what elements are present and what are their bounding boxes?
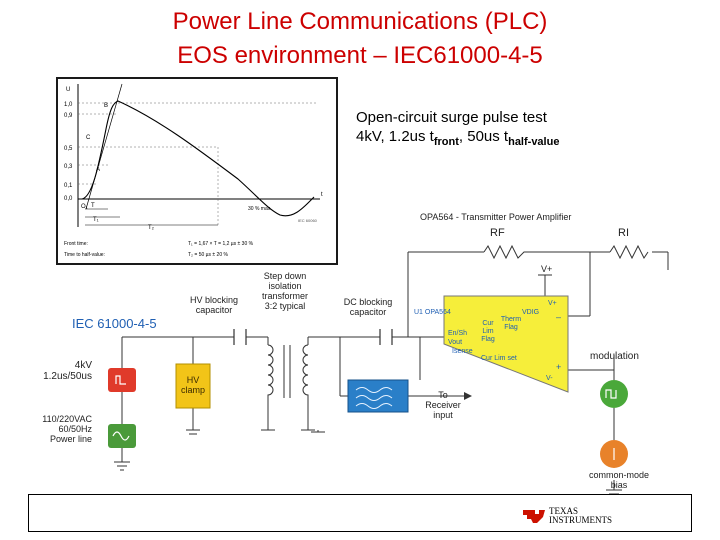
pin-cur-lim-set: Cur Lim set: [481, 355, 517, 362]
receiver-input-label: To Receiver input: [425, 390, 461, 420]
ri-label: RI: [618, 227, 629, 239]
surge-waveform-curve: [81, 100, 315, 217]
transformer-label: Step down isolation transformer 3:2 typi…: [261, 271, 308, 311]
pin-isense: Isense: [452, 348, 473, 355]
half-value-label: Time to half-value:: [64, 252, 105, 258]
time-axis-label: t: [321, 192, 323, 198]
surge-source-symbol: [108, 368, 136, 392]
point-b-label: B: [104, 103, 108, 109]
hv-clamp-label: HV clamp: [180, 375, 205, 395]
y-tick-0-1: 0,1: [64, 183, 73, 189]
pin-v-minus: V-: [546, 375, 553, 382]
surge-waveform-figure: U 1,0 0,9 0,5 0,3 0,1 0,0 B A C O₁ T T₁ …: [56, 77, 338, 265]
modulation-source-symbol: [600, 380, 628, 408]
front-time-value: T₁ = 1,67 × T = 1,2 µs ± 30 %: [188, 241, 254, 247]
rf-resistor: [483, 244, 528, 260]
pin-vdig: VDIG: [522, 309, 540, 316]
v-plus-rail-label: V+: [541, 264, 553, 274]
ti-logo-line-2: INSTRUMENTS: [549, 515, 613, 525]
opa564-amplifier-body: [443, 295, 569, 393]
slide-title-line-1: Power Line Communications (PLC): [172, 8, 548, 35]
y-tick-u: U: [66, 87, 70, 93]
transformer-symbol: [267, 344, 309, 400]
surge-waveform-plot: U 1,0 0,9 0,5 0,3 0,1 0,0 B A C O₁ T T₁ …: [64, 83, 323, 258]
pin-vout: Vout: [448, 339, 463, 346]
power-source-label: 110/220VAC 60/50Hz Power line: [42, 414, 92, 444]
y-tick-0-0: 0,0: [64, 196, 73, 202]
slide-title-line-2: EOS environment – IEC61000-4-5: [177, 42, 543, 69]
rf-label: RF: [490, 227, 505, 239]
pin-plus: +: [556, 362, 562, 372]
modulation-label: modulation: [590, 351, 639, 362]
hv-blocking-capacitor-label: HV blocking capacitor: [189, 295, 239, 315]
surge-source-label: 4kV 1.2us/50us: [43, 360, 92, 382]
pin-minus: –: [556, 312, 562, 322]
note-line-1: Open-circuit surge pulse test: [356, 109, 547, 126]
note-line-2: 4kV, 1.2us tfront, 50us thalf-value: [356, 128, 560, 148]
half-value-value: T₂ = 50 µs ± 20 %: [188, 252, 228, 258]
point-o1-label: O₁: [81, 204, 88, 210]
point-c-label: C: [86, 135, 91, 141]
pin-en-sh: En/Sh: [448, 330, 468, 337]
ti-logo-line-1: TEXAS: [549, 506, 578, 516]
y-tick-0-9: 0,9: [64, 113, 73, 119]
amplifier-title: OPA564 - Transmitter Power Amplifier: [420, 212, 572, 222]
y-tick-1-0: 1,0: [64, 102, 73, 108]
point-a-label: A: [96, 167, 100, 173]
surge-test-note: Open-circuit surge pulse test 4kV, 1.2us…: [356, 108, 598, 152]
pin-cur-lim-flag: Cur Lim Flag: [481, 320, 495, 343]
iec-standard-label: IEC 61000-4-5: [72, 316, 157, 331]
ri-resistor: [609, 244, 649, 260]
chip-name-label: U1 OPA564: [414, 309, 451, 316]
waveform-ref: IEC 60060: [298, 218, 318, 223]
hv-clamp-box: [175, 363, 211, 409]
ti-logo-text: TEXAS INSTRUMENTS: [549, 507, 612, 525]
slide-footer: TEXAS INSTRUMENTS: [28, 494, 692, 532]
t-label: T: [91, 203, 95, 209]
y-tick-0-3: 0,3: [64, 164, 73, 170]
t1-label: T₁: [93, 217, 99, 223]
tail-note: 30 % max.: [248, 206, 272, 212]
power-source-symbol: [108, 424, 136, 448]
pin-therm-flag: Therm Flag: [500, 316, 522, 331]
pin-vplus: V+: [548, 300, 557, 307]
t2-label: T₂: [148, 225, 155, 231]
front-time-label: Front time:: [64, 241, 88, 247]
ti-logo-icon: [523, 510, 545, 523]
y-tick-0-5: 0,5: [64, 146, 73, 152]
common-mode-bias-label: common-mode bias: [588, 470, 650, 490]
receiver-filter-box: [347, 379, 409, 413]
dc-blocking-capacitor-label: DC blocking capacitor: [343, 297, 393, 317]
